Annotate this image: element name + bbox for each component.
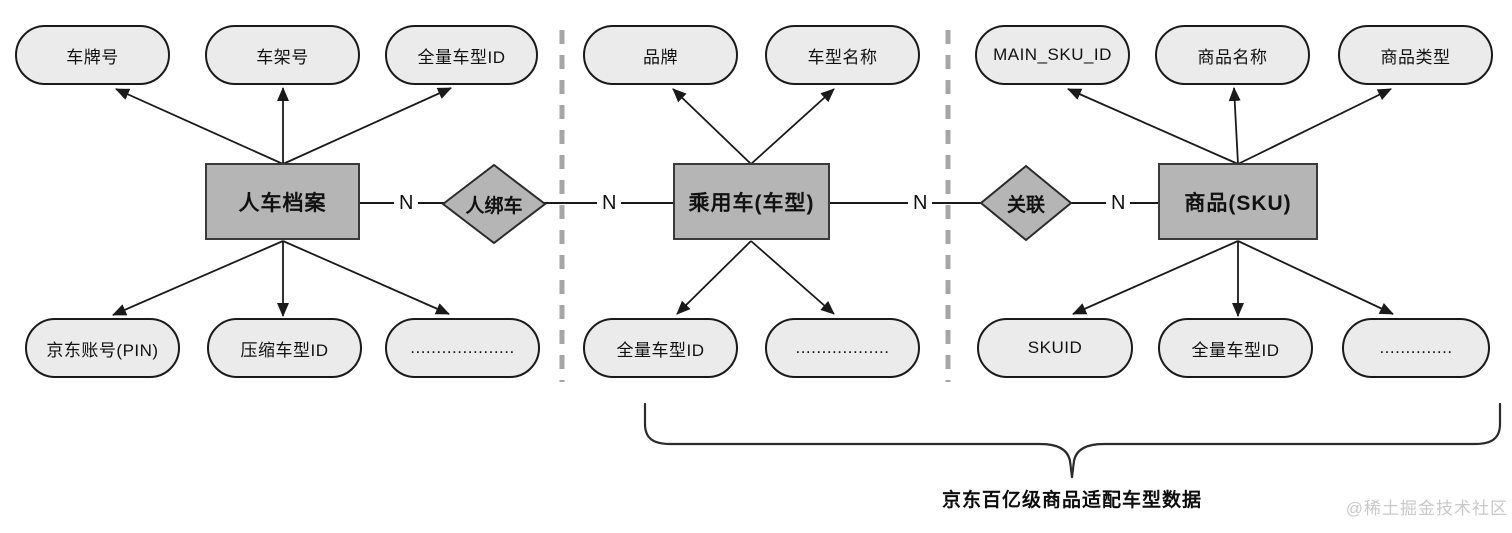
attribute-label: .................. [795,338,890,357]
attribute-label: 京东账号(PIN) [46,340,159,360]
attribute-label: 全量车型ID [1191,340,1280,360]
attribute-label: 全量车型ID [417,47,506,67]
attribute-bottom-full-model-id-1: 全量车型ID [583,318,738,378]
attribute-label: MAIN_SKU_ID [993,45,1112,64]
attribute-top-product-type: 商品类型 [1338,25,1493,85]
relationship-label: 人绑车 [465,195,523,217]
attribute-top-brand: 品牌 [583,25,738,85]
relationship-diamond-2 [979,164,1073,242]
cardinality-n-1: N [394,191,419,215]
cardinality-n-2: N [597,191,622,215]
curly-brace [643,402,1502,479]
attribute-top-vin: 车架号 [205,25,360,85]
entity-person-car-archive: 人车档案 [205,163,360,240]
attribute-bottom-ellipsis-2: .................. [765,318,920,378]
attribute-label: 车架号 [256,47,309,67]
entity-label: 人车档案 [238,191,327,215]
attribute-bottom-full-model-id-2: 全量车型ID [1158,318,1313,378]
attribute-label: .............. [1379,338,1453,357]
attribute-label: 全量车型ID [616,340,705,360]
watermark-text: @稀土掘金技术社区 [1345,499,1508,518]
attribute-label: 车牌号 [66,47,119,67]
entity2-attribute-arrows [672,88,835,315]
relationship-label-person-binds-car: 人绑车 [443,165,545,243]
entity-label: 商品(SKU) [1184,191,1292,215]
attribute-bottom-ellipsis-1: .................... [385,318,540,378]
attribute-label: 商品类型 [1380,47,1451,67]
entity3-attribute-arrows [1067,87,1394,317]
relationship-label: 关联 [1006,194,1045,216]
cardinality-n-4: N [1106,191,1131,215]
relationship-label-association: 关联 [981,166,1071,240]
entity1-attribute-arrows [112,87,452,317]
attribute-label: 压缩车型ID [240,340,329,360]
entity-product-sku: 商品(SKU) [1158,163,1318,240]
attribute-bottom-compressed-model-id: 压缩车型ID [207,318,362,378]
attribute-label: SKUID [1027,338,1083,357]
relationship-diamond-1 [441,163,547,245]
attribute-label: 商品名称 [1197,47,1268,67]
attribute-label: 车型名称 [807,47,878,67]
attribute-top-plate-number: 车牌号 [15,25,170,85]
attribute-bottom-jd-account-pin: 京东账号(PIN) [25,318,180,378]
attribute-label: .................... [410,338,515,357]
attribute-top-full-model-id: 全量车型ID [385,25,538,85]
attribute-bottom-ellipsis-3: .............. [1342,318,1490,378]
attribute-bottom-sku-id: SKUID [977,318,1133,378]
entity-passenger-car: 乘用车(车型) [673,163,830,240]
entity-label: 乘用车(车型) [688,191,815,215]
attribute-top-main-sku-id: MAIN_SKU_ID [975,25,1130,85]
cardinality-n-3: N [908,191,933,215]
brace-caption: 京东百亿级商品适配车型数据 [941,490,1202,511]
attribute-label: 品牌 [643,47,678,67]
attribute-top-model-name: 车型名称 [765,25,920,85]
attribute-top-product-name: 商品名称 [1155,25,1310,85]
